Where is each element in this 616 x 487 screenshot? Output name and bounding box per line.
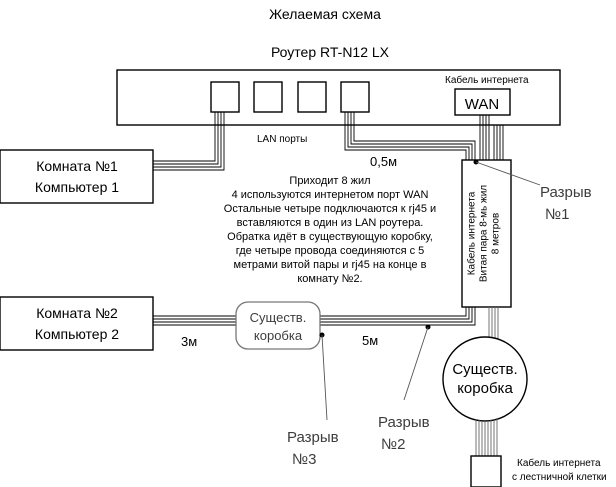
note-line-8: комнату №2. [297, 273, 362, 285]
small-junction-box [235, 301, 321, 350]
break1-label-line1: Разрыв [540, 184, 592, 201]
wire-stair-cable [475, 418, 498, 457]
lan-ports-caption: LAN порты [257, 134, 307, 145]
note-line-1: Приходит 8 жил [289, 175, 370, 187]
room2-title: Комната №2 [36, 305, 118, 321]
room2-computer: Компьютер 2 [35, 326, 119, 342]
wire-wan-cable [479, 115, 504, 160]
break3-pointer [321, 334, 328, 421]
wan-port [454, 88, 511, 116]
lan-port-3 [297, 81, 327, 113]
explanation-note: Приходит 8 жил 4 используются интернетом… [224, 175, 436, 285]
stair-cable-connector [470, 455, 502, 487]
diagram-title: Желаемая схема [269, 6, 381, 22]
note-line-6: где четыре провода соединяются с 5 [236, 245, 425, 257]
lan-port-4 [340, 81, 370, 113]
break2-label-line1: Разрыв [378, 414, 430, 431]
room1-box [0, 149, 154, 204]
vertical-cable-box [461, 159, 512, 308]
wire-lan4-cable [344, 112, 476, 160]
room1-title: Комната №1 [36, 158, 118, 174]
stair-cable-line2: с лестничной клетки [512, 472, 607, 483]
router-name: Роутер RT-N12 LX [271, 44, 390, 60]
break1-label-line2: №1 [545, 206, 569, 223]
large-box-line2: коробка [457, 380, 513, 397]
break2-pointer [403, 326, 429, 401]
small-box-line1: Существ. [250, 310, 307, 325]
note-line-2: 4 используются интернетом порт WAN [232, 189, 429, 201]
break1-pointer [475, 161, 541, 186]
wire-lan1-room1 [153, 112, 225, 171]
vertical-cable-label: Кабель интернета Витая пара 8-мь жил 8 м… [466, 185, 502, 282]
length-3m: 3м [181, 334, 197, 349]
wan-label: WAN [465, 96, 499, 113]
note-line-4: вставляются в один из LAN роутера. [237, 217, 424, 229]
note-line-7: метрами витой пары и rj45 на конце в [234, 259, 427, 271]
note-line-5: Обратка идёт в существующую коробку, [227, 231, 433, 243]
small-box-line2: коробка [254, 328, 303, 343]
length-5m: 5м [362, 333, 378, 348]
lan-ports [210, 81, 370, 113]
vertical-cable-line1: Кабель интернета [466, 191, 478, 275]
note-line-3: Остальные четыре подключаются к rj45 и [224, 203, 436, 215]
length-05m: 0,5м [370, 154, 397, 169]
wan-caption: Кабель интернета [445, 74, 529, 86]
large-junction-box [442, 336, 528, 422]
vertical-cable-line3: 8 метров [491, 213, 502, 254]
break3-label-line2: №3 [292, 451, 316, 468]
large-box-line1: Существ. [452, 361, 517, 378]
vertical-cable-line2: Витая пара 8-мь жил [479, 185, 490, 282]
break3-label-line1: Разрыв [287, 429, 339, 446]
room1-computer: Компьютер 1 [35, 179, 119, 195]
room2-box [0, 296, 154, 351]
stair-cable-line1: Кабель интернета [517, 457, 601, 469]
lan-port-2 [253, 81, 283, 113]
lan-port-1 [210, 81, 240, 113]
break2-label-line2: №2 [381, 436, 405, 453]
